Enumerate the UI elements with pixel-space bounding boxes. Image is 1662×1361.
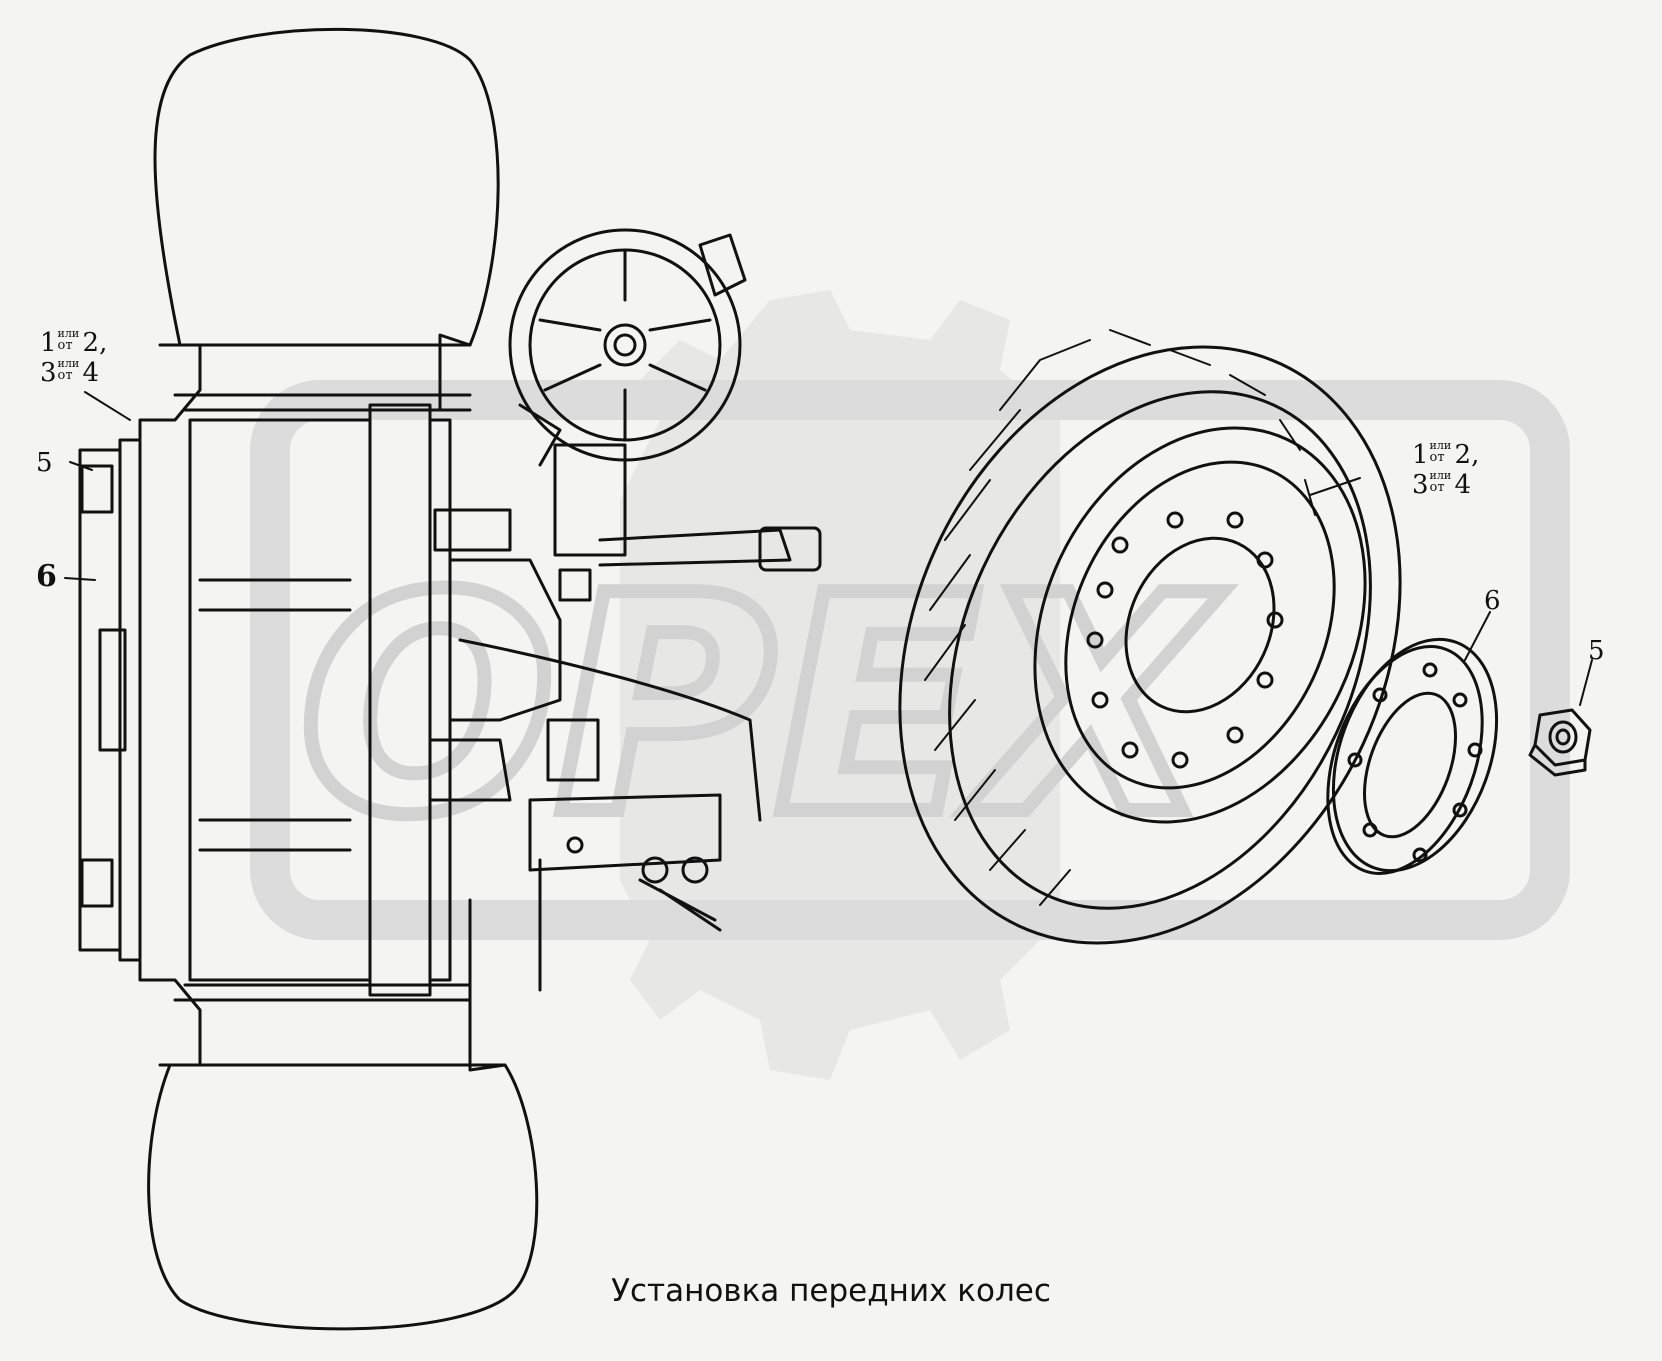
rim-bolt-holes (1086, 511, 1284, 769)
callout-right-5: 5 (1588, 636, 1605, 666)
tire-lower-section (147, 1063, 539, 1331)
tire-exploded (898, 329, 1402, 945)
wheel-section-view (78, 27, 822, 1331)
clamp-ring (1326, 637, 1499, 875)
watermark-text: OPEX (300, 532, 1224, 881)
wheel-nut-top (80, 464, 114, 514)
drawing-caption: Установка передних колес (611, 1273, 1051, 1309)
callout-right-6: 6 (1484, 586, 1501, 616)
tire-upper-section (153, 27, 500, 347)
wheel-nut-exploded (1528, 708, 1592, 777)
callout-left-5: 5 (36, 448, 53, 478)
wheel-nut-bottom (80, 858, 114, 908)
leader-lines (64, 391, 1593, 706)
callout-left-6: 6 (36, 559, 57, 594)
